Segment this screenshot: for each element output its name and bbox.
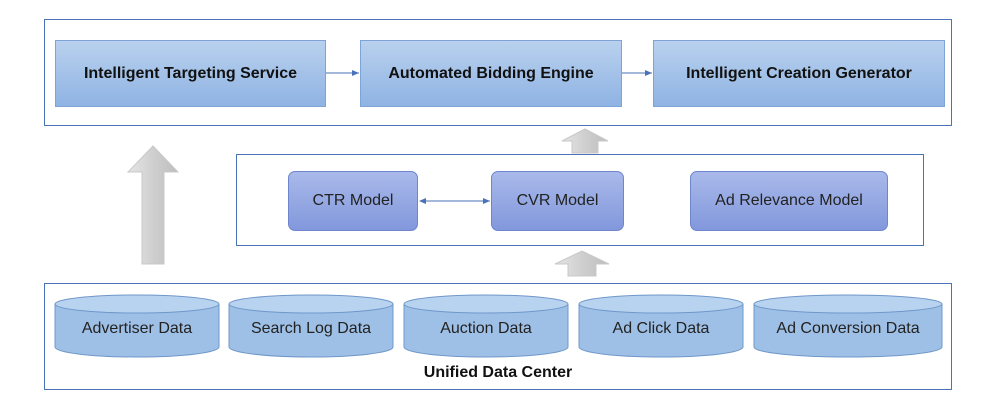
model-label: Ad Relevance Model	[715, 192, 863, 209]
model-label: CTR Model	[312, 192, 394, 209]
ctr-model: CTR Model	[288, 171, 418, 231]
model-label: CVR Model	[516, 192, 599, 209]
database-cylinder-icon	[753, 294, 943, 358]
cylinder-auction-data: Auction Data	[403, 294, 569, 358]
service-label: Automated Bidding Engine	[388, 64, 594, 82]
data-source-label: Ad Click Data	[612, 320, 710, 337]
cylinder-ad-conversion-data: Ad Conversion Data	[753, 294, 943, 358]
cylinder-ad-click-data: Ad Click Data	[578, 294, 744, 358]
data-source-label: Search Log Data	[250, 320, 372, 337]
cvr-model: CVR Model	[491, 171, 624, 231]
service-intelligent-targeting: Intelligent Targeting Service	[55, 40, 326, 107]
database-cylinder-icon	[578, 294, 744, 358]
service-intelligent-creation: Intelligent Creation Generator	[653, 40, 945, 107]
service-label: Intelligent Targeting Service	[83, 64, 298, 82]
up-arrow-data-to-services	[126, 145, 180, 265]
data-center-label: Unified Data Center	[423, 364, 573, 381]
data-source-label: Ad Conversion Data	[776, 320, 920, 337]
database-cylinder-icon	[228, 294, 394, 358]
service-label: Intelligent Creation Generator	[686, 64, 912, 82]
data-source-label: Advertiser Data	[81, 320, 193, 337]
database-cylinder-icon	[54, 294, 220, 358]
up-arrow-models-to-services	[561, 128, 609, 154]
cylinder-search-log-data: Search Log Data	[228, 294, 394, 358]
database-cylinder-icon	[403, 294, 569, 358]
data-source-label: Auction Data	[440, 320, 532, 337]
cylinder-advertiser-data: Advertiser Data	[54, 294, 220, 358]
ad-relevance-model: Ad Relevance Model	[690, 171, 888, 231]
service-automated-bidding: Automated Bidding Engine	[360, 40, 622, 107]
up-arrow-data-to-models	[554, 250, 610, 277]
